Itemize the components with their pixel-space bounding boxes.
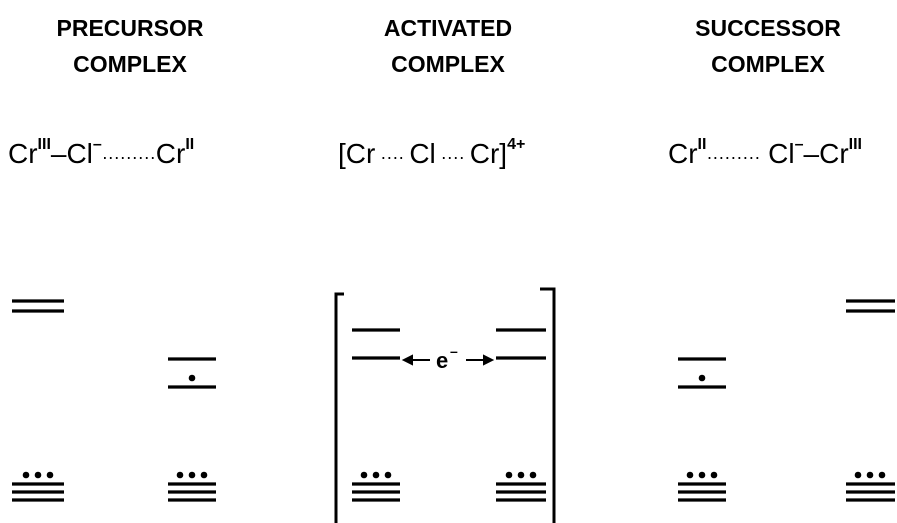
formula-cr-1: Cr xyxy=(345,138,376,169)
electron-dot xyxy=(854,471,862,479)
bridge-dots: ········· xyxy=(101,147,156,167)
precursor-title-line2: COMPLEX xyxy=(73,51,187,77)
electron-label: e xyxy=(436,348,448,373)
precursor-title-line1: PRECURSOR xyxy=(56,15,204,41)
electron-dot xyxy=(372,471,380,479)
activated-title: ACTIVATED COMPLEX xyxy=(318,10,578,82)
electron-transfer-arrows xyxy=(401,354,495,366)
bridge-dots-2: ···· xyxy=(435,147,470,167)
bracket-right xyxy=(540,287,556,523)
electron-dot xyxy=(22,471,30,479)
successor-levels xyxy=(678,299,895,502)
electron-dot xyxy=(200,471,208,479)
charge-cl: – xyxy=(92,136,102,153)
bracket-left xyxy=(334,292,344,523)
electron-dot xyxy=(878,471,886,479)
electron-dot xyxy=(529,471,537,479)
formula-cr-2: Cr xyxy=(819,138,849,169)
electron-charge: – xyxy=(450,343,458,359)
activated-title-line1: ACTIVATED xyxy=(383,15,513,41)
activated-brackets xyxy=(334,287,556,523)
electron-dot xyxy=(686,471,694,479)
activated-levels xyxy=(352,328,546,502)
bracket-close: ] xyxy=(499,138,508,169)
electron-dot xyxy=(34,471,42,479)
electron-dot xyxy=(698,471,706,479)
electron-dot xyxy=(176,471,184,479)
electron-dot xyxy=(188,374,196,382)
electron-dot xyxy=(710,471,718,479)
electron-dot xyxy=(866,471,874,479)
successor-electrons xyxy=(686,374,886,479)
successor-title-line2: COMPLEX xyxy=(711,51,825,77)
formula-cr-2: Cr xyxy=(469,138,500,169)
activated-formula: [Cr ···· Cl ···· Cr]4+ xyxy=(338,136,525,170)
formula-cl: Cl xyxy=(409,138,436,169)
formula-cl: Cl xyxy=(760,138,795,169)
successor-formula: CrII········· Cl––CrIII xyxy=(668,136,862,170)
electron-dot xyxy=(384,471,392,479)
oxidation-state-1: II xyxy=(697,136,707,153)
arrow-right-head xyxy=(483,354,495,366)
complex-charge: 4+ xyxy=(507,136,526,153)
precursor-levels xyxy=(12,299,216,502)
formula-cr-1: Cr xyxy=(668,138,698,169)
electron-dot xyxy=(698,374,706,382)
successor-title-line1: SUCCESSOR xyxy=(695,15,841,41)
electron-dot xyxy=(360,471,368,479)
formula-cr-1: Cr xyxy=(8,138,38,169)
charge-cl: – xyxy=(794,136,804,153)
formula-cl: –Cl xyxy=(50,138,93,169)
electron-dot xyxy=(517,471,525,479)
bridge-dots: ········· xyxy=(706,147,761,167)
successor-title: SUCCESSOR COMPLEX xyxy=(638,10,897,82)
precursor-formula: CrIII–Cl–·········CrII xyxy=(8,136,194,170)
electron-dot xyxy=(46,471,54,479)
bond-dash: – xyxy=(803,138,820,169)
arrow-left-head xyxy=(401,354,413,366)
oxidation-state-2: III xyxy=(848,136,862,153)
precursor-electrons xyxy=(22,374,208,479)
bracket-open: [ xyxy=(338,138,346,169)
electron-dot xyxy=(505,471,513,479)
oxidation-state-1: III xyxy=(37,136,51,153)
bridge-dots-1: ···· xyxy=(375,147,410,167)
activated-electrons xyxy=(360,471,537,479)
activated-title-line2: COMPLEX xyxy=(391,51,505,77)
electron-dot xyxy=(188,471,196,479)
formula-cr-2: Cr xyxy=(155,138,186,169)
precursor-title: PRECURSOR COMPLEX xyxy=(0,10,260,82)
oxidation-state-2: II xyxy=(185,136,195,153)
